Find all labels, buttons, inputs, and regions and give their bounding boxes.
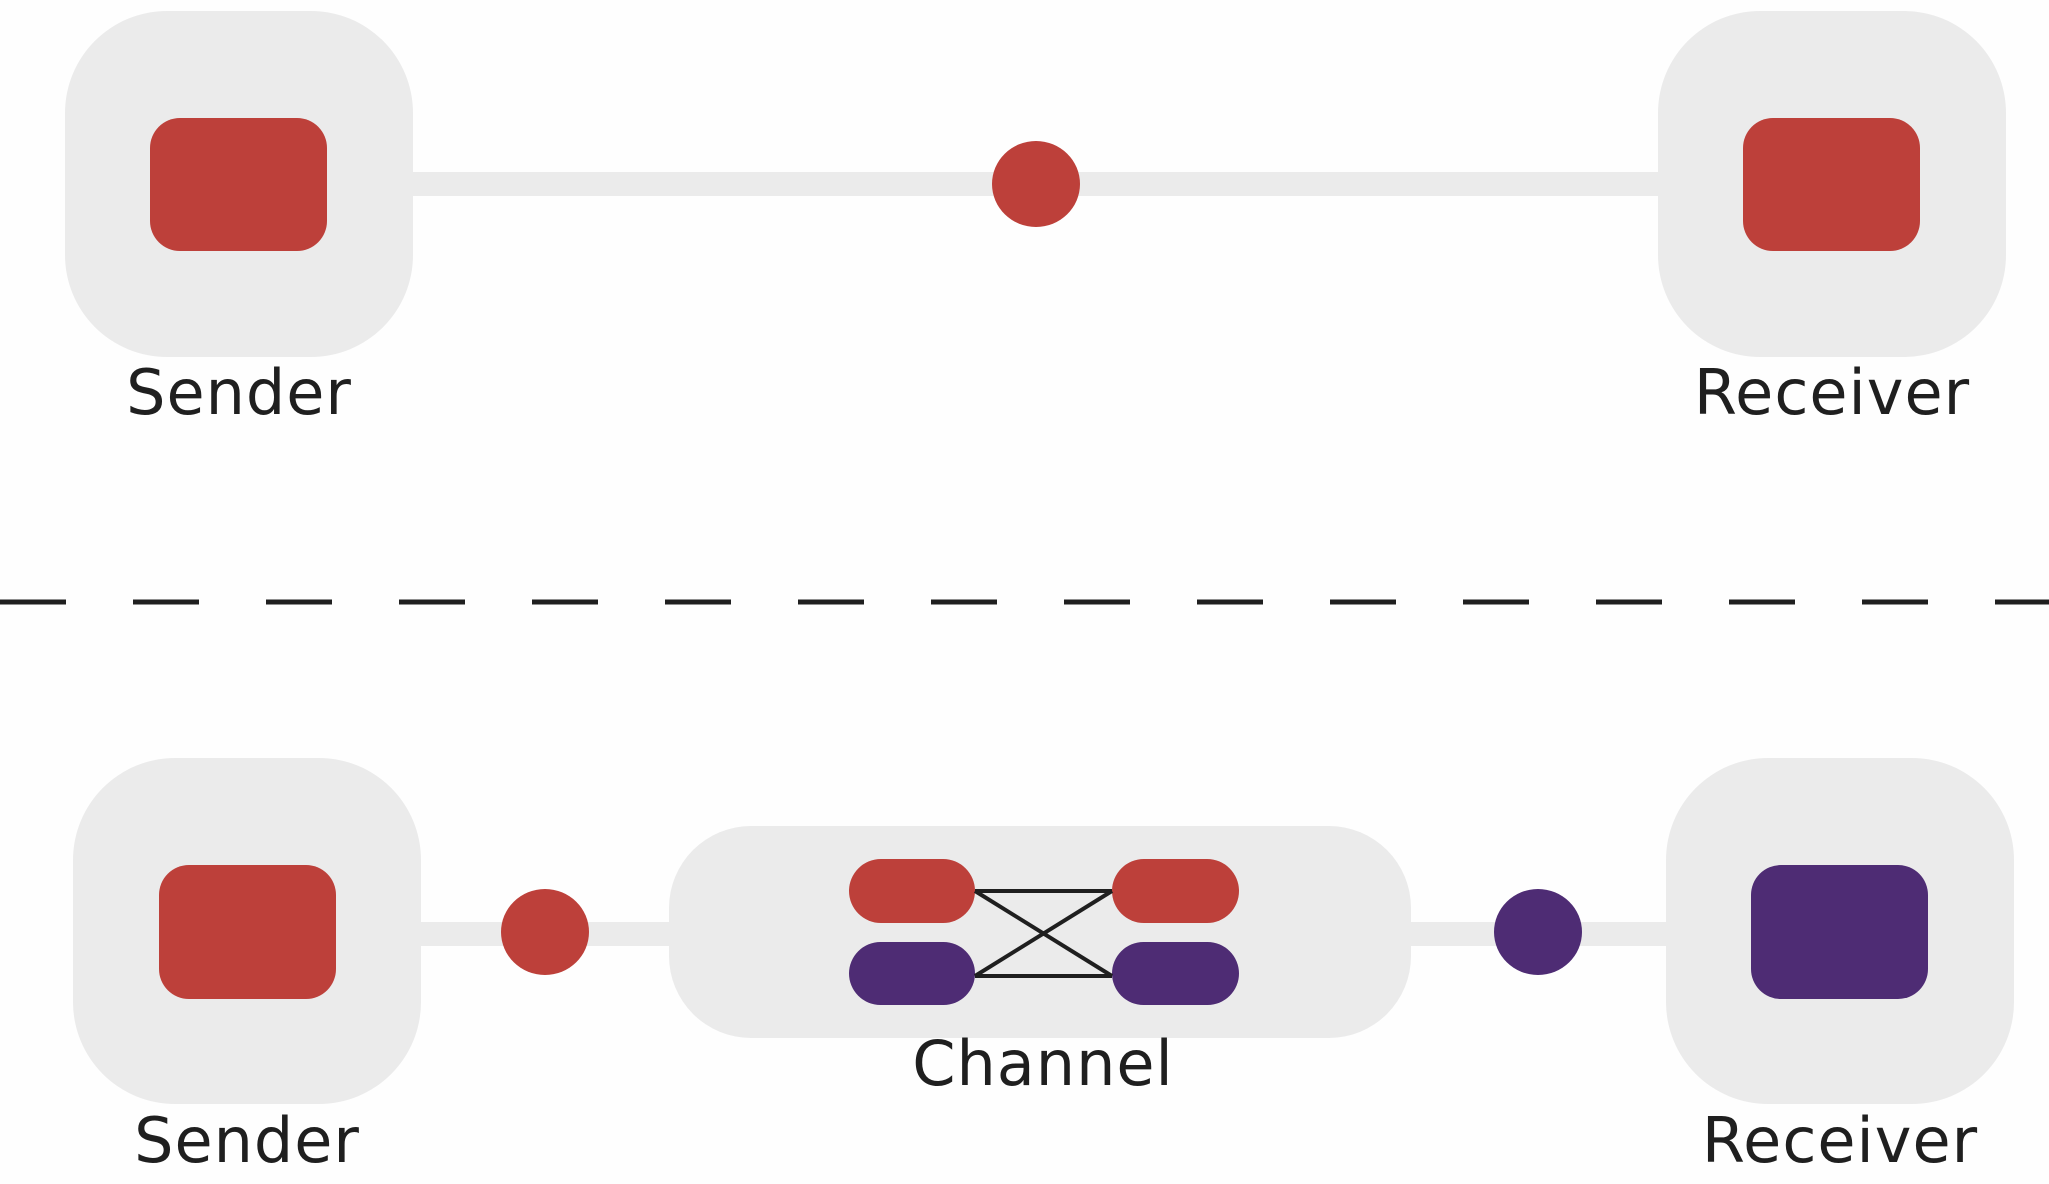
bottom-output-message-dot [1494, 889, 1582, 975]
channel-label: Channel [912, 1027, 1174, 1100]
top-receiver-node [1658, 11, 2006, 357]
bottom-receiver-label: Receiver [1702, 1104, 1978, 1177]
top-message-dot [992, 141, 1080, 227]
top-section: Sender Receiver [65, 11, 2006, 429]
channel-node [669, 826, 1411, 1038]
channel-input-red [849, 859, 975, 923]
bottom-input-message-dot [501, 889, 589, 975]
channel-output-purple [1112, 942, 1239, 1005]
edge-purple-to-red [973, 889, 1114, 978]
channel-input-purple [849, 942, 975, 1005]
bottom-section: Channel Sender Receiver [73, 758, 2014, 1177]
top-sender-label: Sender [126, 356, 352, 429]
top-sender-state [150, 118, 327, 251]
channel-output-red [1112, 859, 1239, 923]
top-receiver-label: Receiver [1694, 356, 1970, 429]
top-receiver-state [1743, 118, 1920, 251]
bottom-sender-label: Sender [134, 1104, 360, 1177]
channel-transition-edges [973, 889, 1114, 978]
bottom-receiver-node [1666, 758, 2014, 1104]
bottom-sender-state [159, 865, 336, 999]
bottom-sender-node [73, 758, 421, 1104]
top-sender-node [65, 11, 413, 357]
bottom-receiver-state [1751, 865, 1928, 999]
